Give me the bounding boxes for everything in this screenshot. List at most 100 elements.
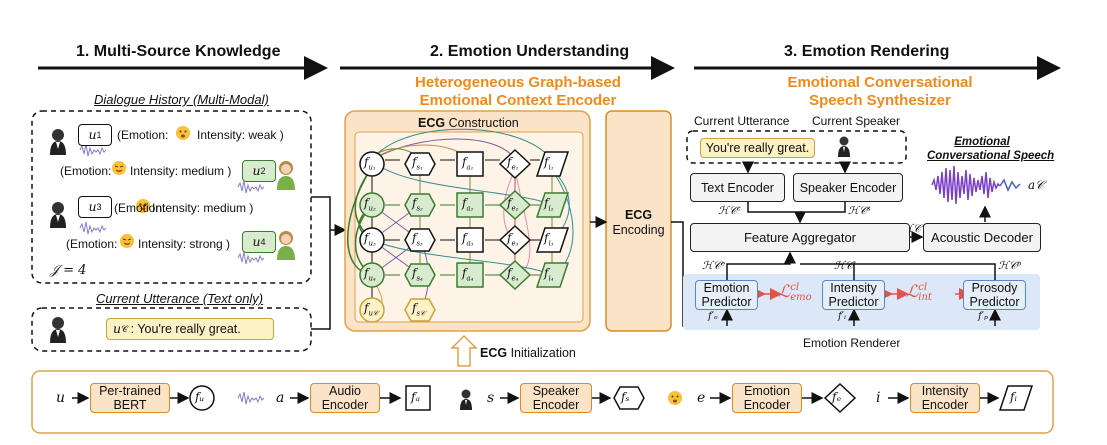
node-sub: u𝒞 bbox=[368, 309, 379, 318]
graph-node-label: fi₃ bbox=[544, 231, 554, 247]
current-to-encoder-line bbox=[311, 230, 331, 330]
text-encoder-box: Text Encoder bbox=[690, 173, 785, 202]
speaker-l2: Encoder bbox=[532, 398, 580, 412]
f-e-prime-label: f′ₑ bbox=[708, 311, 718, 322]
emotion-l2: Encoder bbox=[743, 398, 791, 412]
ecg-init-arrow bbox=[450, 334, 478, 367]
emotion-encoder-box: Emotion Encoder bbox=[732, 383, 802, 413]
u1-emotion-label: (Emotion: bbox=[117, 128, 169, 142]
loss-emo-sup: cl bbox=[790, 281, 800, 293]
bottom-fu: fᵤ bbox=[195, 390, 205, 404]
history-waves bbox=[79, 143, 265, 405]
node-f: f bbox=[507, 266, 512, 280]
bert-l1: Per-trained bbox=[99, 384, 161, 398]
node-f: f bbox=[462, 231, 467, 245]
node-sub: e₃ bbox=[511, 239, 519, 248]
node-f: f bbox=[462, 196, 467, 210]
j-equation: 𝒥 = 4 bbox=[50, 263, 87, 278]
audio-encoder-box: Audio Encoder bbox=[310, 383, 380, 413]
synth-title-line2: Speech Synthesizer bbox=[809, 92, 951, 109]
output-waveform bbox=[931, 165, 1021, 205]
node-f: f bbox=[412, 301, 417, 315]
node-f: f bbox=[544, 155, 549, 169]
ecs-line1: Emotional bbox=[954, 136, 1010, 148]
prosody-predictor-box: Prosody Predictor bbox=[963, 280, 1026, 310]
bottom-a: a bbox=[276, 390, 285, 406]
node-fa3 bbox=[456, 227, 484, 253]
node-sub: a₂ bbox=[466, 204, 474, 213]
graph-node-label: fa₄ bbox=[462, 266, 473, 282]
emotion-l1: Emotion bbox=[744, 384, 790, 398]
f-p-prime-label: f′ₚ bbox=[978, 311, 988, 322]
person-icons bbox=[50, 129, 850, 410]
speaker-l1: Speaker bbox=[532, 384, 580, 398]
node-sub: s₃ bbox=[416, 239, 423, 248]
node-f: f bbox=[544, 266, 549, 280]
graph-node-label: fu₃ bbox=[364, 231, 376, 247]
ecg-encoding-line1: ECG bbox=[624, 208, 653, 222]
current-utt-symbol: u bbox=[113, 321, 122, 336]
graph-node-label: fi₂ bbox=[544, 196, 554, 212]
graph-node-label: fu₂ bbox=[364, 196, 376, 212]
bottom-e: e bbox=[697, 390, 706, 406]
u2-emotion-label: (Emotion: bbox=[60, 164, 112, 178]
ecg-encoding-label: ECG Encoding bbox=[606, 208, 671, 238]
node-sub: a₁ bbox=[466, 163, 474, 172]
u4-intensity-label: Intensity: strong ) bbox=[138, 237, 231, 251]
node-sub: s₄ bbox=[416, 274, 423, 283]
graph-node-label: fa₁ bbox=[462, 155, 473, 171]
u1-symbol: u bbox=[88, 127, 97, 142]
node-fi4 bbox=[535, 262, 570, 288]
h-c-i-label: ℋ𝒞ⁱ bbox=[834, 259, 856, 272]
node-f: f bbox=[507, 231, 512, 245]
u2-symbol: u bbox=[252, 163, 261, 178]
h-c-e-label: ℋ𝒞ᵉ bbox=[702, 259, 726, 272]
intensity-l2: Encoder bbox=[921, 398, 969, 412]
graph-node-label: fs₃ bbox=[412, 231, 423, 247]
feature-aggregator-box: Feature Aggregator bbox=[690, 223, 910, 252]
graph-node-label: fa₂ bbox=[462, 196, 473, 212]
node-fi3 bbox=[535, 227, 570, 253]
bottom-u: u bbox=[56, 390, 66, 406]
bottom-node-fa bbox=[405, 385, 431, 411]
graph-node-label: fu𝒞 bbox=[364, 301, 378, 318]
graph-node-label: fs₁ bbox=[412, 155, 423, 171]
node-sub: u₂ bbox=[368, 204, 376, 213]
node-f: f bbox=[412, 266, 417, 280]
node-sub: e₂ bbox=[511, 204, 519, 213]
u1-sub: 1 bbox=[96, 130, 102, 140]
node-fs1 bbox=[404, 152, 436, 176]
node-sub: a₃ bbox=[466, 239, 474, 248]
node-f: f bbox=[507, 155, 512, 169]
u2-sub: 2 bbox=[260, 166, 266, 176]
section-title-understanding: 2. Emotion Understanding bbox=[430, 43, 630, 60]
initialization-box bbox=[31, 370, 1054, 434]
emotion-predictor-l1: Emotion bbox=[703, 281, 750, 295]
node-sub: i₁ bbox=[548, 163, 554, 172]
graph-node-label: fe₄ bbox=[507, 266, 518, 282]
node-fuc bbox=[359, 297, 385, 323]
u4-symbol: u bbox=[252, 234, 261, 249]
h-c-p-label: ℋ𝒞ᵖ bbox=[998, 259, 1022, 272]
loss-emo-symbol: ℒ bbox=[778, 282, 791, 302]
node-fu2 bbox=[359, 192, 385, 218]
current-input-box bbox=[686, 130, 907, 164]
node-fsc bbox=[404, 298, 436, 322]
bottom-node-fe bbox=[823, 382, 857, 414]
node-f: f bbox=[412, 196, 417, 210]
u2-intensity-label: Intensity: medium ) bbox=[130, 164, 232, 178]
node-fi1 bbox=[535, 151, 570, 177]
u3-sub: 3 bbox=[96, 202, 102, 212]
bert-box: Per-trained BERT bbox=[90, 383, 170, 413]
prosody-predictor-l2: Predictor bbox=[969, 295, 1020, 309]
node-f: f bbox=[364, 266, 369, 280]
graph-node-label: fa₃ bbox=[462, 231, 473, 247]
node-f: f bbox=[364, 196, 369, 210]
f-i-prime-label: f′ᵢ bbox=[838, 311, 846, 322]
node-sub: u₃ bbox=[368, 239, 376, 248]
ecg-construction-title: ECG Construction bbox=[418, 116, 519, 130]
bottom-i: i bbox=[876, 390, 881, 406]
